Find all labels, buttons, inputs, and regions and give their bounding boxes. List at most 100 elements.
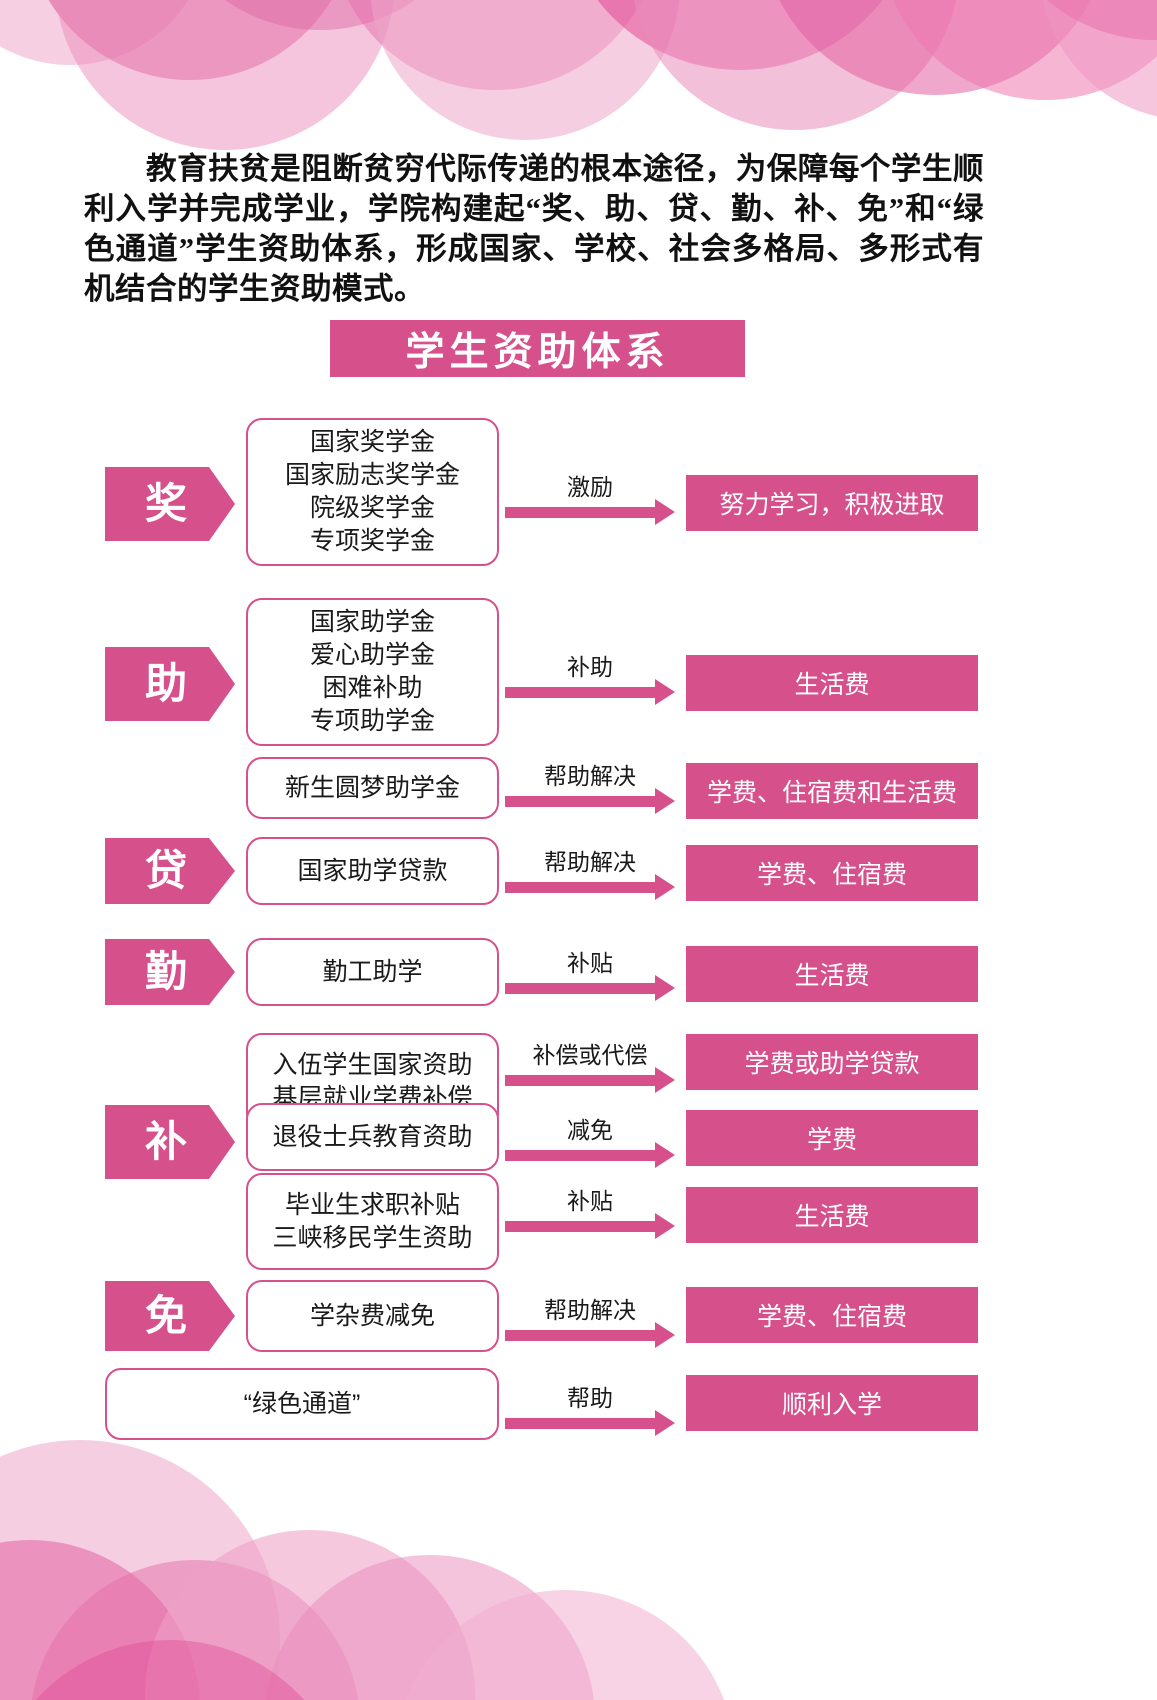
- result-label: 生活费: [794, 962, 870, 990]
- category-chip-bu: 补: [105, 1105, 235, 1179]
- arrow-shaft: [505, 1150, 655, 1161]
- item-box: 国家助学贷款: [246, 837, 499, 905]
- result-box: 生活费: [686, 946, 978, 1002]
- relation-arrow: 激励: [505, 468, 675, 525]
- relation-label: 补偿或代偿: [532, 1043, 648, 1068]
- item-box: 新生圆梦助学金: [246, 757, 499, 819]
- item-box: 国家奖学金国家励志奖学金院级奖学金专项奖学金: [246, 418, 499, 566]
- item-label: 专项助学金: [309, 707, 435, 735]
- page-title-banner: 学生资助体系: [330, 320, 745, 377]
- item-box: 国家助学金爱心助学金困难补助专项助学金: [246, 598, 499, 746]
- item-label: 国家助学金: [309, 608, 435, 636]
- result-label: 努力学习，积极进取: [719, 491, 945, 519]
- item-label: 国家励志奖学金: [284, 461, 460, 489]
- relation-arrow: 帮助解决: [505, 843, 675, 900]
- result-label: 学费或助学贷款: [744, 1050, 920, 1078]
- arrow-head-icon: [655, 788, 675, 814]
- relation-label: 帮助: [567, 1386, 613, 1411]
- result-box: 生活费: [686, 655, 978, 711]
- result-box: 学费、住宿费: [686, 845, 978, 901]
- item-label: 毕业生求职补贴: [284, 1190, 460, 1219]
- relation-label: 帮助解决: [544, 850, 636, 875]
- item-label: 院级奖学金: [309, 494, 435, 522]
- item-box: 学杂费减免: [246, 1280, 499, 1352]
- arrow-head-icon: [655, 1410, 675, 1436]
- category-chip-jiang: 奖: [105, 467, 235, 541]
- relation-arrow: 帮助解决: [505, 757, 675, 814]
- result-label: 学费: [806, 1126, 857, 1154]
- relation-label: 减免: [567, 1118, 613, 1143]
- category-chip-mian: 免: [105, 1281, 235, 1351]
- category-chip-dai: 贷: [105, 838, 235, 904]
- result-box: 学费或助学贷款: [686, 1034, 978, 1090]
- item-box: 毕业生求职补贴三峡移民学生资助: [246, 1173, 499, 1270]
- relation-label: 补贴: [567, 951, 613, 976]
- item-label: “绿色通道”: [243, 1389, 361, 1418]
- relation-arrow: 补贴: [505, 944, 675, 1001]
- relation-arrow: 补贴: [505, 1182, 675, 1239]
- arrow-head-icon: [655, 1067, 675, 1093]
- relation-arrow: 补偿或代偿: [505, 1036, 675, 1093]
- arrow-shaft: [505, 1330, 655, 1341]
- arrow-head-icon: [655, 1213, 675, 1239]
- category-label: 助: [145, 660, 188, 707]
- relation-label: 帮助解决: [544, 1298, 636, 1323]
- item-label: 国家奖学金: [309, 428, 435, 456]
- result-box: 学费、住宿费和生活费: [686, 763, 978, 819]
- relation-arrow: 帮助: [505, 1379, 675, 1436]
- arrow-shaft: [505, 1418, 655, 1429]
- relation-label: 补贴: [567, 1189, 613, 1214]
- arrow-shaft: [505, 687, 655, 698]
- category-chip-zhu: 助: [105, 647, 235, 721]
- arrow-head-icon: [655, 1142, 675, 1168]
- intro-text: 教育扶贫是阻断贫穷代际传递的根本途径，为保障每个学生顺利入学并完成学业，学院构建…: [84, 151, 984, 306]
- arrow-shaft: [505, 507, 655, 518]
- arrow-shaft: [505, 882, 655, 893]
- item-label: 新生圆梦助学金: [284, 773, 460, 802]
- result-label: 顺利入学: [781, 1391, 882, 1419]
- page-title: 学生资助体系: [405, 330, 670, 374]
- relation-label: 帮助解决: [544, 764, 636, 789]
- item-box: “绿色通道”: [105, 1368, 499, 1440]
- category-chip-qin: 勤: [105, 939, 235, 1005]
- item-label: 专项奖学金: [309, 527, 435, 555]
- arrow-head-icon: [655, 874, 675, 900]
- category-label: 奖: [145, 480, 188, 527]
- result-box: 学费、住宿费: [686, 1287, 978, 1343]
- arrow-head-icon: [655, 1322, 675, 1348]
- relation-label: 补助: [567, 655, 613, 680]
- relation-arrow: 补助: [505, 648, 675, 705]
- relation-label: 激励: [567, 475, 613, 500]
- item-box: 退役士兵教育资助: [246, 1103, 499, 1171]
- item-box: 勤工助学: [246, 938, 499, 1006]
- result-box: 努力学习，积极进取: [686, 475, 978, 531]
- relation-arrow: 帮助解决: [505, 1291, 675, 1348]
- result-box: 学费: [686, 1110, 978, 1166]
- result-box: 生活费: [686, 1187, 978, 1243]
- result-box: 顺利入学: [686, 1375, 978, 1431]
- result-label: 生活费: [794, 1203, 870, 1231]
- category-label: 补: [145, 1118, 188, 1165]
- result-label: 学费、住宿费和生活费: [706, 779, 957, 807]
- category-label: 勤: [145, 948, 188, 995]
- item-label: 勤工助学: [322, 957, 423, 986]
- result-label: 生活费: [794, 671, 870, 699]
- arrow-shaft: [505, 796, 655, 807]
- arrow-shaft: [505, 1075, 655, 1086]
- arrow-head-icon: [655, 975, 675, 1001]
- category-label: 贷: [145, 847, 188, 894]
- category-label: 免: [145, 1292, 188, 1339]
- item-label: 困难补助: [322, 674, 423, 702]
- relation-arrow: 减免: [505, 1111, 675, 1168]
- item-label: 国家助学贷款: [297, 856, 448, 885]
- arrow-shaft: [505, 1221, 655, 1232]
- item-label: 退役士兵教育资助: [272, 1122, 473, 1151]
- item-label: 三峡移民学生资助: [272, 1223, 473, 1252]
- item-label: 学杂费减免: [309, 1301, 435, 1330]
- arrow-head-icon: [655, 499, 675, 525]
- intro-paragraph: 教育扶贫是阻断贫穷代际传递的根本途径，为保障每个学生顺利入学并完成学业，学院构建…: [84, 149, 984, 309]
- result-label: 学费、住宿费: [756, 861, 907, 889]
- arrow-shaft: [505, 983, 655, 994]
- item-label: 爱心助学金: [309, 641, 435, 669]
